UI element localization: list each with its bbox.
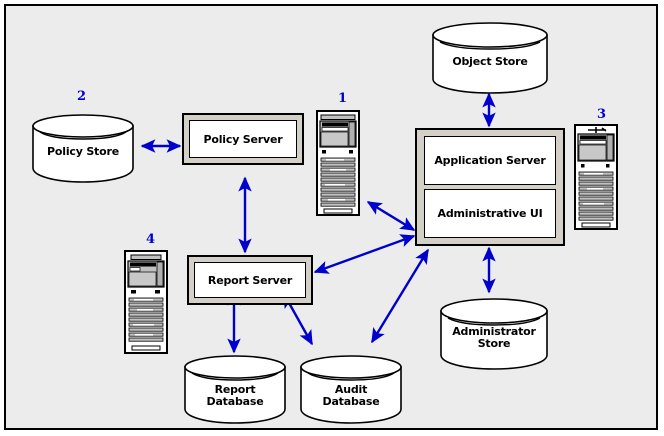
datastore-label-line1: Administrator (452, 325, 536, 338)
datastore-label: Policy Store (47, 145, 119, 158)
datastore-label-line2: Database (322, 395, 380, 408)
datastore-label-line2: Store (477, 337, 511, 350)
datastore-label-line2: Database (206, 395, 264, 408)
datastore-object-store[interactable]: Object Store (430, 20, 550, 96)
node-application-stack[interactable]: Application Server Administrative UI (415, 128, 565, 246)
node-administrative-ui-label: Administrative UI (424, 189, 556, 238)
datastore-label: Object Store (452, 55, 528, 68)
tower-icon-1[interactable] (316, 110, 360, 216)
node-policy-server-label: Policy Server (189, 120, 297, 158)
callout-number-1: 1 (338, 91, 348, 106)
datastore-label-line1: Audit (334, 383, 368, 396)
datastore-label-line1: Report (214, 383, 256, 396)
datastore-audit-database[interactable]: Audit Database (298, 352, 404, 426)
callout-number-3: 3 (597, 107, 607, 122)
callout-number-2: 2 (77, 89, 87, 104)
node-report-server[interactable]: Report Server (187, 255, 313, 305)
tower-icon-4[interactable] (124, 250, 168, 354)
datastore-administrator-store[interactable]: Administrator Store (438, 296, 550, 372)
node-application-server-label: Application Server (424, 136, 556, 185)
callout-number-4: 4 (146, 232, 156, 247)
datastore-report-database[interactable]: Report Database (182, 352, 288, 426)
node-report-server-label: Report Server (194, 262, 306, 298)
tower-icon-3[interactable] (574, 124, 618, 230)
datastore-policy-store[interactable]: Policy Store (30, 112, 136, 184)
node-policy-server[interactable]: Policy Server (182, 113, 304, 165)
